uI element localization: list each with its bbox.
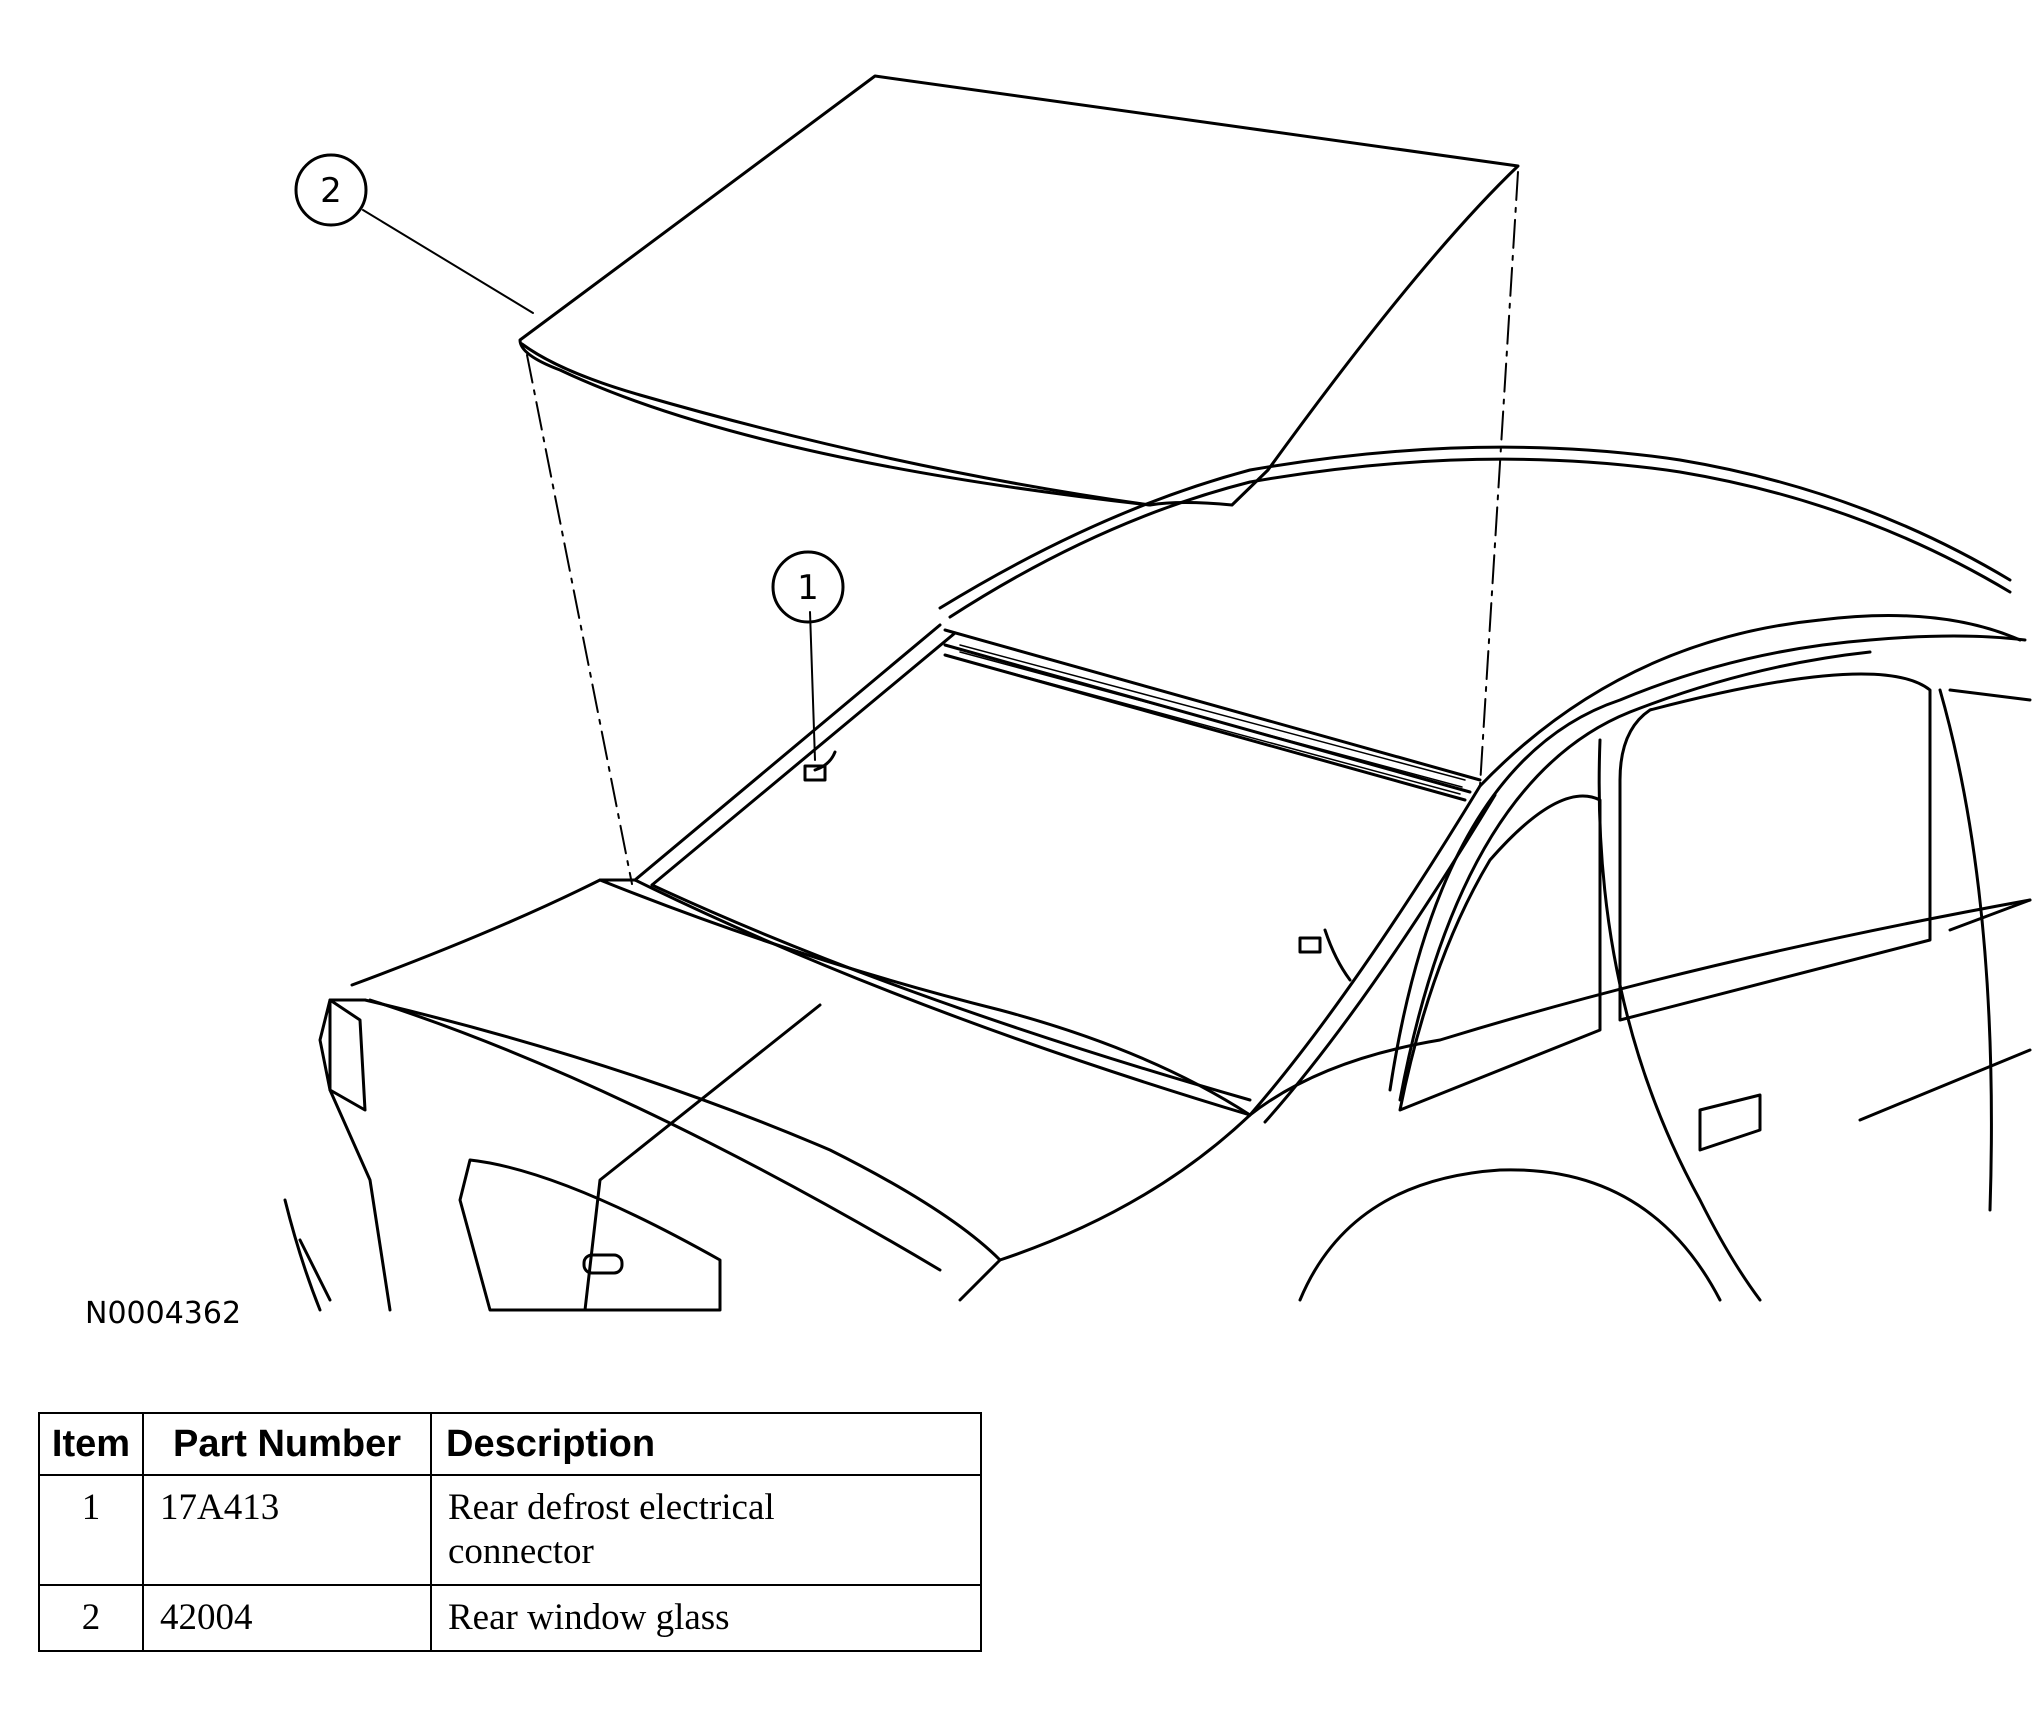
cell-item: 2 bbox=[38, 1584, 144, 1652]
cell-item: 1 bbox=[38, 1474, 144, 1586]
cell-part-number: 42004 bbox=[142, 1584, 432, 1652]
window-opening bbox=[633, 623, 1497, 1124]
callout-label-1: 1 bbox=[797, 568, 819, 608]
table-row: 2 42004 Rear window glass bbox=[38, 1584, 982, 1652]
figure-id: N0004362 bbox=[85, 1296, 242, 1331]
parts-table: Item Part Number Description 1 17A413 Re… bbox=[38, 1412, 982, 1652]
cell-part-number: 17A413 bbox=[142, 1474, 432, 1586]
cell-description: Rear window glass bbox=[430, 1584, 982, 1652]
rear-window-glass bbox=[518, 74, 1520, 507]
callout-circle-1 bbox=[771, 550, 845, 624]
alignment-lines bbox=[526, 171, 1519, 885]
tail-lamp bbox=[283, 998, 367, 1312]
body-side bbox=[998, 634, 2032, 1302]
header-part-number: Part Number bbox=[142, 1412, 432, 1476]
exploded-view-illustration: 2 1 bbox=[283, 74, 2032, 1312]
callout-leaders bbox=[362, 209, 816, 761]
callout-circle-2 bbox=[294, 153, 368, 227]
description-text: Rear defrost electrical connector bbox=[448, 1487, 775, 1572]
car-rear-window-drawing: 2 1 bbox=[283, 74, 2032, 1312]
license-plate-recess bbox=[458, 1158, 722, 1312]
defrost-connectors bbox=[803, 750, 1352, 982]
callout-label-2: 2 bbox=[320, 171, 342, 211]
table-row: 1 17A413 Rear defrost electrical connect… bbox=[38, 1474, 982, 1586]
defrost-band bbox=[959, 644, 1466, 795]
cell-description: Rear defrost electrical connector bbox=[430, 1474, 982, 1586]
table-header-row: Item Part Number Description bbox=[38, 1412, 982, 1476]
header-item: Item bbox=[38, 1412, 144, 1476]
roof bbox=[938, 445, 2022, 788]
header-description: Description bbox=[430, 1412, 982, 1476]
trunk-lid bbox=[318, 878, 1252, 1312]
